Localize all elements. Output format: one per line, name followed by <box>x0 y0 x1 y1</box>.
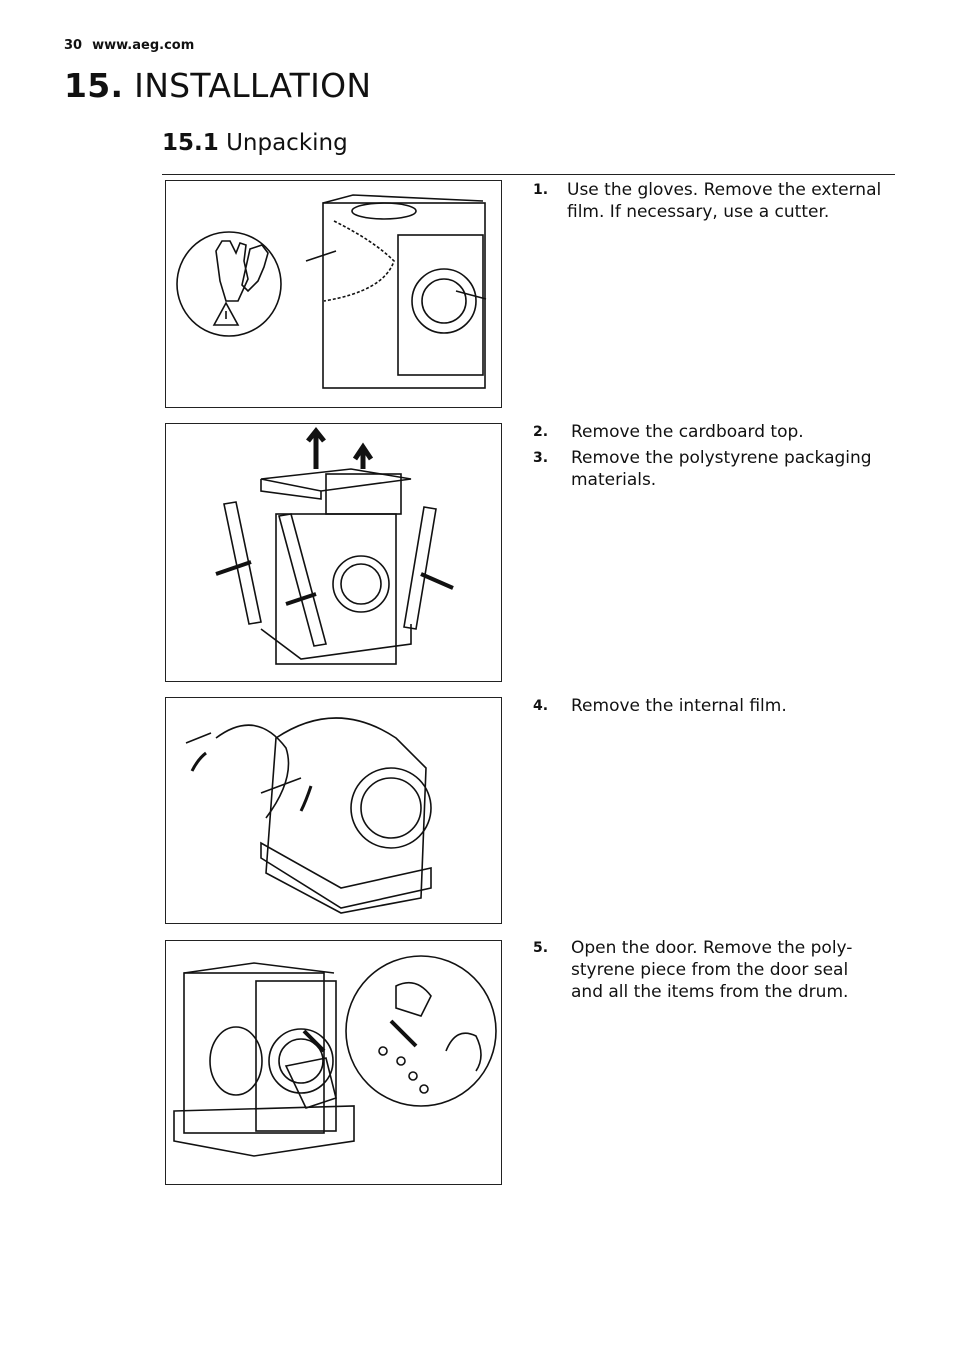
step-text: Remove the internal film. <box>571 696 787 716</box>
figure-remove-packaging <box>165 423 502 682</box>
step-text: Remove the polystyrene packaging materia… <box>571 448 872 490</box>
subsection-title: Unpacking <box>226 130 348 156</box>
step-4: 4. Remove the internal film. <box>533 695 893 717</box>
step-number: 2. <box>533 424 549 440</box>
subsection-heading: 15.1 Unpacking <box>162 130 348 156</box>
step-number: 1. <box>533 182 549 198</box>
page-header: 30 www.aeg.com <box>64 38 194 53</box>
step-number: 4. <box>533 698 549 714</box>
step-text: Open the door. Remove the poly-styrene p… <box>571 938 853 1002</box>
step-1: 1. Use the gloves. Remove the external f… <box>533 179 893 223</box>
subsection-number: 15.1 <box>162 130 219 156</box>
heading-divider <box>162 174 895 175</box>
step-number: 5. <box>533 940 549 956</box>
warning-triangle-icon <box>212 301 240 326</box>
step-2: 2. Remove the cardboard top. <box>533 421 893 443</box>
figure-open-door-remove-items <box>165 940 502 1185</box>
step-5: 5. Open the door. Remove the poly-styren… <box>533 937 863 1003</box>
figure-remove-internal-film <box>165 697 502 924</box>
step-3: 3. Remove the polystyrene packaging mate… <box>533 447 893 491</box>
section-title: INSTALLATION <box>134 66 372 105</box>
glove-icon-right <box>241 244 269 293</box>
gloves-warning-circle <box>176 231 282 337</box>
figure-remove-external-film <box>165 180 502 408</box>
step-text: Use the gloves. Remove the external film… <box>567 180 882 222</box>
section-heading: 15. INSTALLATION <box>64 66 371 105</box>
glove-icon <box>215 240 249 302</box>
section-number: 15. <box>64 66 124 105</box>
step-text: Remove the cardboard top. <box>571 422 804 442</box>
step-number: 3. <box>533 450 549 466</box>
page-number: 30 <box>64 38 83 53</box>
website-url[interactable]: www.aeg.com <box>92 38 195 53</box>
